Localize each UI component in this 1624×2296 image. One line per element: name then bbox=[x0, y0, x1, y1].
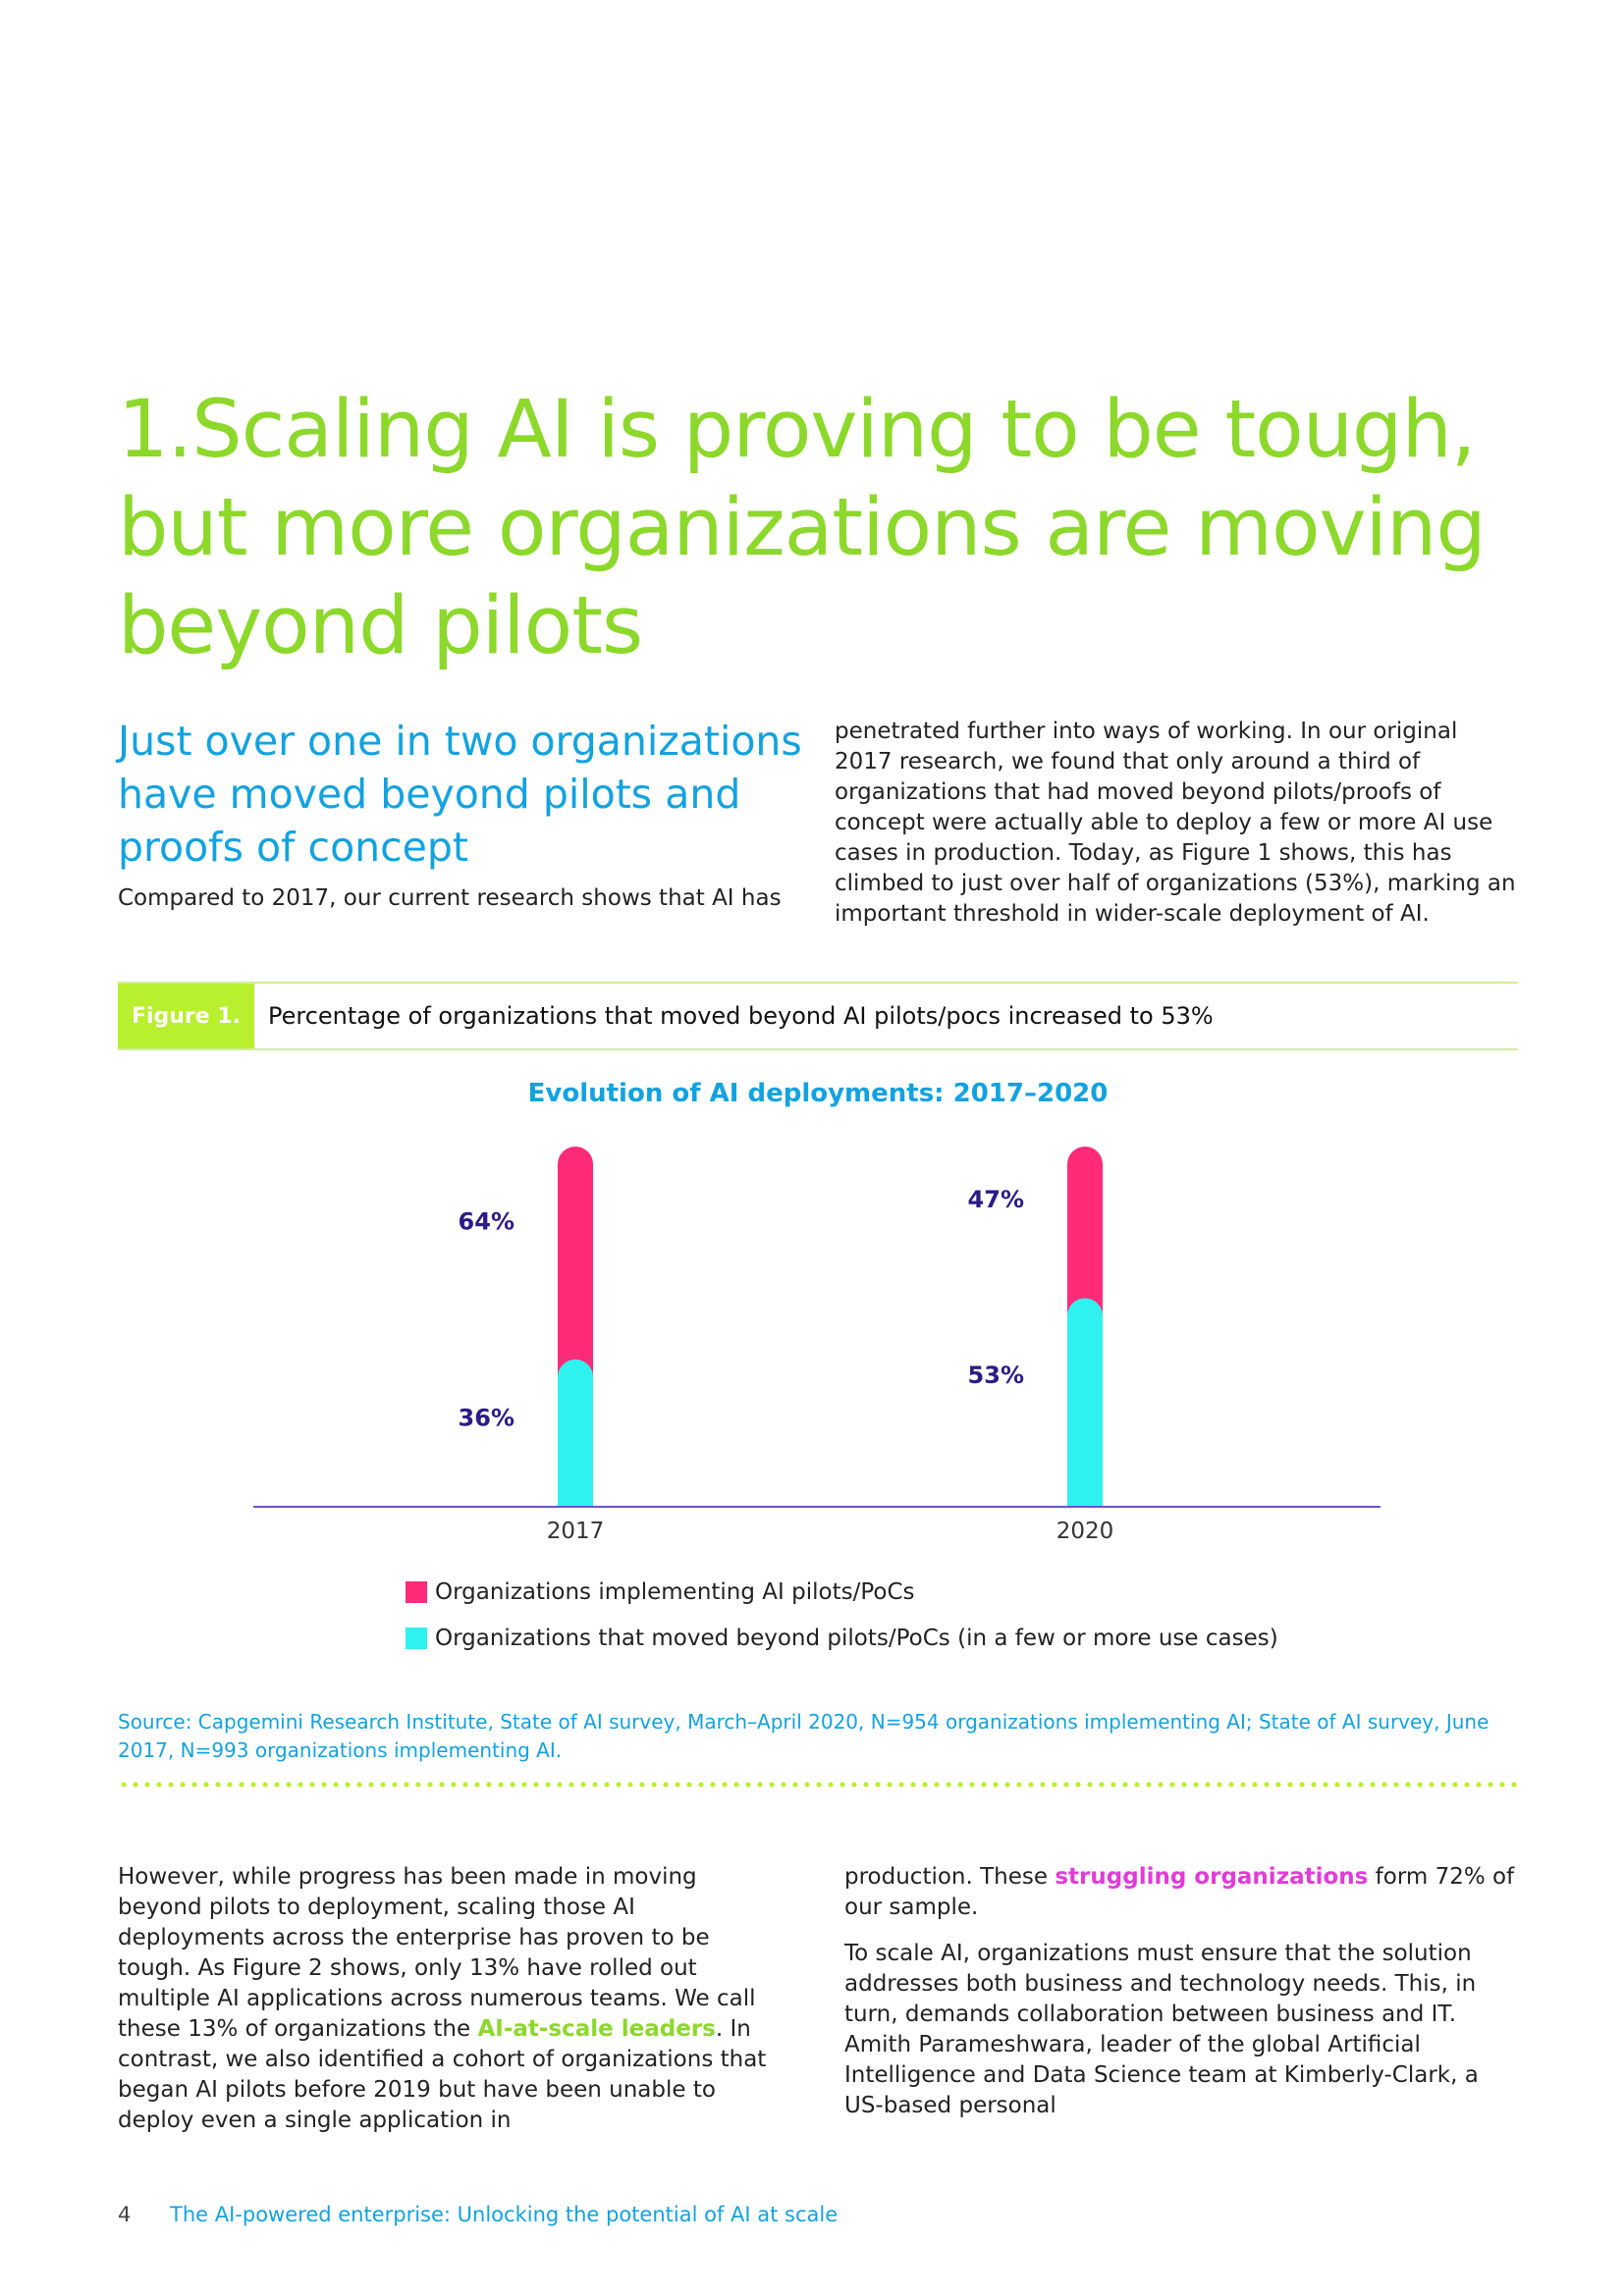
value-label-beyond-2020: 53% bbox=[968, 1362, 1024, 1389]
chart-title: Evolution of AI deployments: 2017–2020 bbox=[527, 1079, 1109, 1108]
intro-paragraph-right: penetrated further into ways of working.… bbox=[835, 719, 1516, 927]
intro-paragraph-left: Compared to 2017, our current research s… bbox=[118, 885, 782, 911]
value-label-pilots-2017: 64% bbox=[459, 1208, 514, 1236]
value-label-beyond-2017: 36% bbox=[459, 1405, 514, 1432]
body-paragraph-left: However, while progress has been made in… bbox=[118, 1862, 776, 2136]
bar-beyond-base-2017 bbox=[558, 1487, 593, 1507]
page-title: 1.Scaling AI is proving to be tough, but… bbox=[118, 384, 1487, 672]
legend-swatch-beyond bbox=[406, 1628, 427, 1649]
section-subheading: Just over one in two organizations have … bbox=[118, 718, 802, 871]
value-label-pilots-2020: 47% bbox=[968, 1186, 1024, 1213]
bar-chart: 64% 36% 2017 47% 53% 2020 bbox=[253, 1147, 1380, 1544]
body-right-text-1: production. These bbox=[844, 1864, 1056, 1890]
body-paragraph-right-1: production. These struggling organizatio… bbox=[844, 1862, 1522, 1923]
page-number: 4 bbox=[118, 2203, 132, 2226]
source-note: Source: Capgemini Research Institute, St… bbox=[118, 1710, 1489, 1762]
body-right-text-2: form 72% of our sample. bbox=[844, 1864, 1515, 1920]
bar-beyond-base-2020 bbox=[1067, 1487, 1103, 1507]
bar-beyond-2017 bbox=[558, 1359, 593, 1507]
legend-item-beyond: Organizations that moved beyond pilots/P… bbox=[406, 1626, 1387, 1651]
body-left-text-1: However, while progress has been made in… bbox=[118, 1864, 756, 2042]
body-left-text-2: . In contrast, we also identified a coho… bbox=[118, 2016, 767, 2133]
highlight-struggling-organizations: struggling organizations bbox=[1055, 1864, 1369, 1890]
figure-caption: Percentage of organizations that moved b… bbox=[268, 1002, 1214, 1030]
legend-swatch-pilots bbox=[406, 1581, 427, 1603]
bar-pilots-2020 bbox=[1067, 1147, 1103, 1334]
bar-pilots-2017 bbox=[558, 1147, 593, 1395]
figure-header: Figure 1. Percentage of organizations th… bbox=[118, 982, 1518, 1050]
bar-beyond-2020 bbox=[1067, 1298, 1103, 1507]
body-column-right: production. These struggling organizatio… bbox=[844, 1862, 1522, 2121]
x-tick-label-2017: 2017 bbox=[547, 1519, 605, 1544]
dotted-divider bbox=[118, 1782, 1522, 1788]
x-tick-label-2020: 2020 bbox=[1056, 1519, 1114, 1544]
highlight-ai-at-scale-leaders: AI-at-scale leaders bbox=[477, 2016, 716, 2042]
legend-label-beyond: Organizations that moved beyond pilots/P… bbox=[435, 1626, 1278, 1651]
footer-title: The AI-powered enterprise: Unlocking the… bbox=[170, 2203, 839, 2226]
legend-label-pilots: Organizations implementing AI pilots/PoC… bbox=[435, 1579, 915, 1605]
body-paragraph-right-2: To scale AI, organizations must ensure t… bbox=[844, 1941, 1479, 2118]
figure-tag: Figure 1. bbox=[118, 984, 254, 1048]
legend-item-pilots: Organizations implementing AI pilots/PoC… bbox=[406, 1579, 1387, 1605]
